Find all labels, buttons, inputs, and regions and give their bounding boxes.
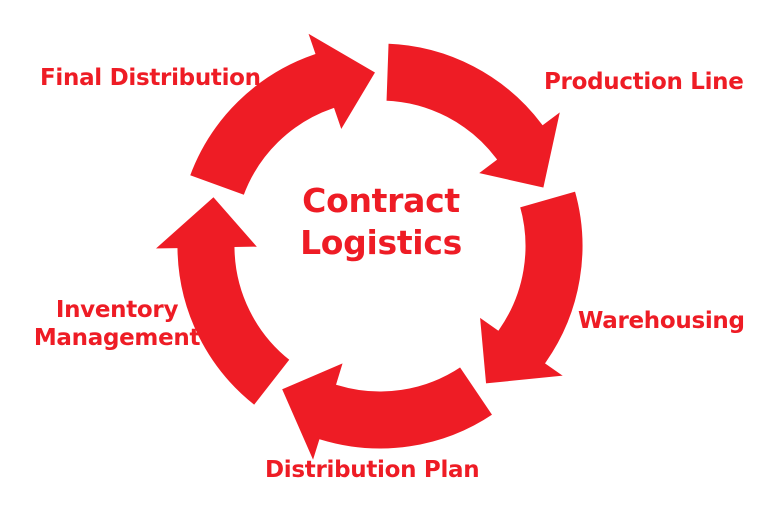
stage-label-final-distribution: Final Distribution [40, 65, 261, 91]
cycle-arrow-warehousing [476, 187, 586, 387]
center-title: Contract Logistics [281, 180, 481, 264]
stage-label-inventory-management-line1: Inventory [55, 297, 179, 323]
cycle-arrow-inventory-management [147, 192, 294, 409]
center-title-line2: Logistics [300, 223, 462, 262]
stage-label-inventory-management-line2: Management [33, 325, 201, 351]
center-title-line1: Contract [302, 181, 460, 220]
stage-label-inventory-management: Inventory Management [28, 296, 206, 352]
stage-label-distribution-plan: Distribution Plan [265, 457, 480, 483]
cycle-arrow-distribution-plan [278, 358, 497, 469]
stage-label-production-line: Production Line [544, 69, 744, 95]
cycle-arrow-final-distribution [186, 27, 380, 199]
cycle-arrow-production-line [383, 40, 565, 192]
stage-label-warehousing: Warehousing [578, 308, 745, 334]
